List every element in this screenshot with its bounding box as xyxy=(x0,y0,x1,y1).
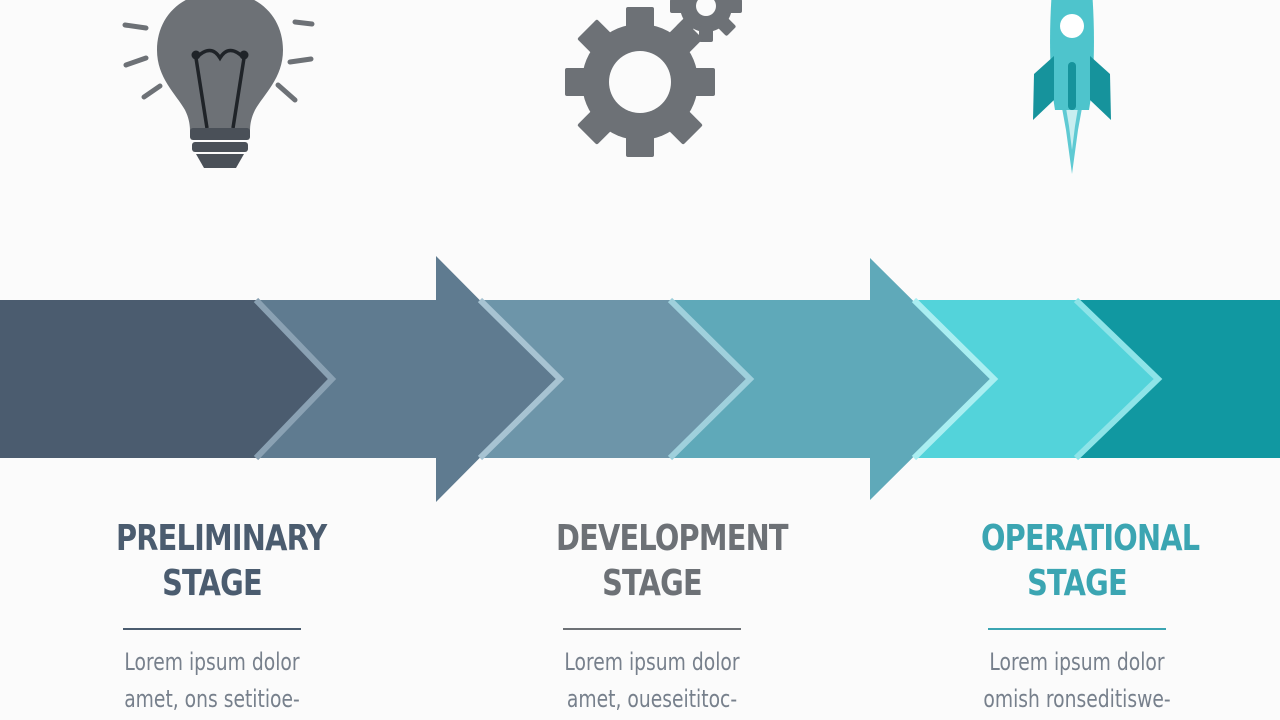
stage-title-line1: OPERATIONAL xyxy=(981,518,1200,559)
stage-divider xyxy=(563,628,741,630)
stage-development: DEVELOPMENT STAGE Lorem ipsum dolor amet… xyxy=(532,516,789,718)
arrow-segment-1 xyxy=(0,300,330,458)
stage-description: Lorem ipsum dolor amet, oueseititoc- xyxy=(558,644,745,718)
stage-title-line1: PRELIMINARY xyxy=(116,518,327,559)
stage-title-line2: STAGE xyxy=(1027,563,1128,604)
stage-desc-line1: Lorem ipsum dolor xyxy=(989,648,1165,676)
stage-divider xyxy=(988,628,1166,630)
lightbulb-icon xyxy=(122,0,315,168)
arrow-segment-3 xyxy=(480,300,748,458)
stage-title-line1: DEVELOPMENT xyxy=(556,518,789,559)
stage-title: PRELIMINARY STAGE xyxy=(116,516,327,606)
stage-description: Lorem ipsum dolor amet, ons setitioe- xyxy=(118,644,305,718)
stage-description: Lorem ipsum dolor omish ronseditiswe- xyxy=(983,644,1170,718)
rocket-icon xyxy=(1033,0,1111,174)
stage-desc-line1: Lorem ipsum dolor xyxy=(564,648,740,676)
stage-preliminary: PRELIMINARY STAGE Lorem ipsum dolor amet… xyxy=(92,516,332,718)
stage-title-line2: STAGE xyxy=(602,563,703,604)
stage-title-line2: STAGE xyxy=(162,563,263,604)
arrow-segment-4 xyxy=(672,258,992,500)
stage-title: DEVELOPMENT STAGE xyxy=(556,516,789,606)
arrow-segment-5 xyxy=(918,300,1156,458)
stage-title: OPERATIONAL STAGE xyxy=(981,516,1200,606)
arrow-segment-6 xyxy=(1078,300,1280,458)
stage-operational: OPERATIONAL STAGE Lorem ipsum dolor omis… xyxy=(957,516,1200,718)
stage-divider xyxy=(123,628,301,630)
stage-desc-line2: amet, oueseititoc- xyxy=(566,685,738,713)
gears-icon xyxy=(565,0,742,157)
arrow-segment-2 xyxy=(260,256,558,502)
arrow-segments xyxy=(0,256,1280,502)
stage-desc-line2: omish ronseditiswe- xyxy=(983,685,1171,713)
stage-desc-line2: amet, ons setitioe- xyxy=(124,685,300,713)
stage-desc-line1: Lorem ipsum dolor xyxy=(124,648,300,676)
